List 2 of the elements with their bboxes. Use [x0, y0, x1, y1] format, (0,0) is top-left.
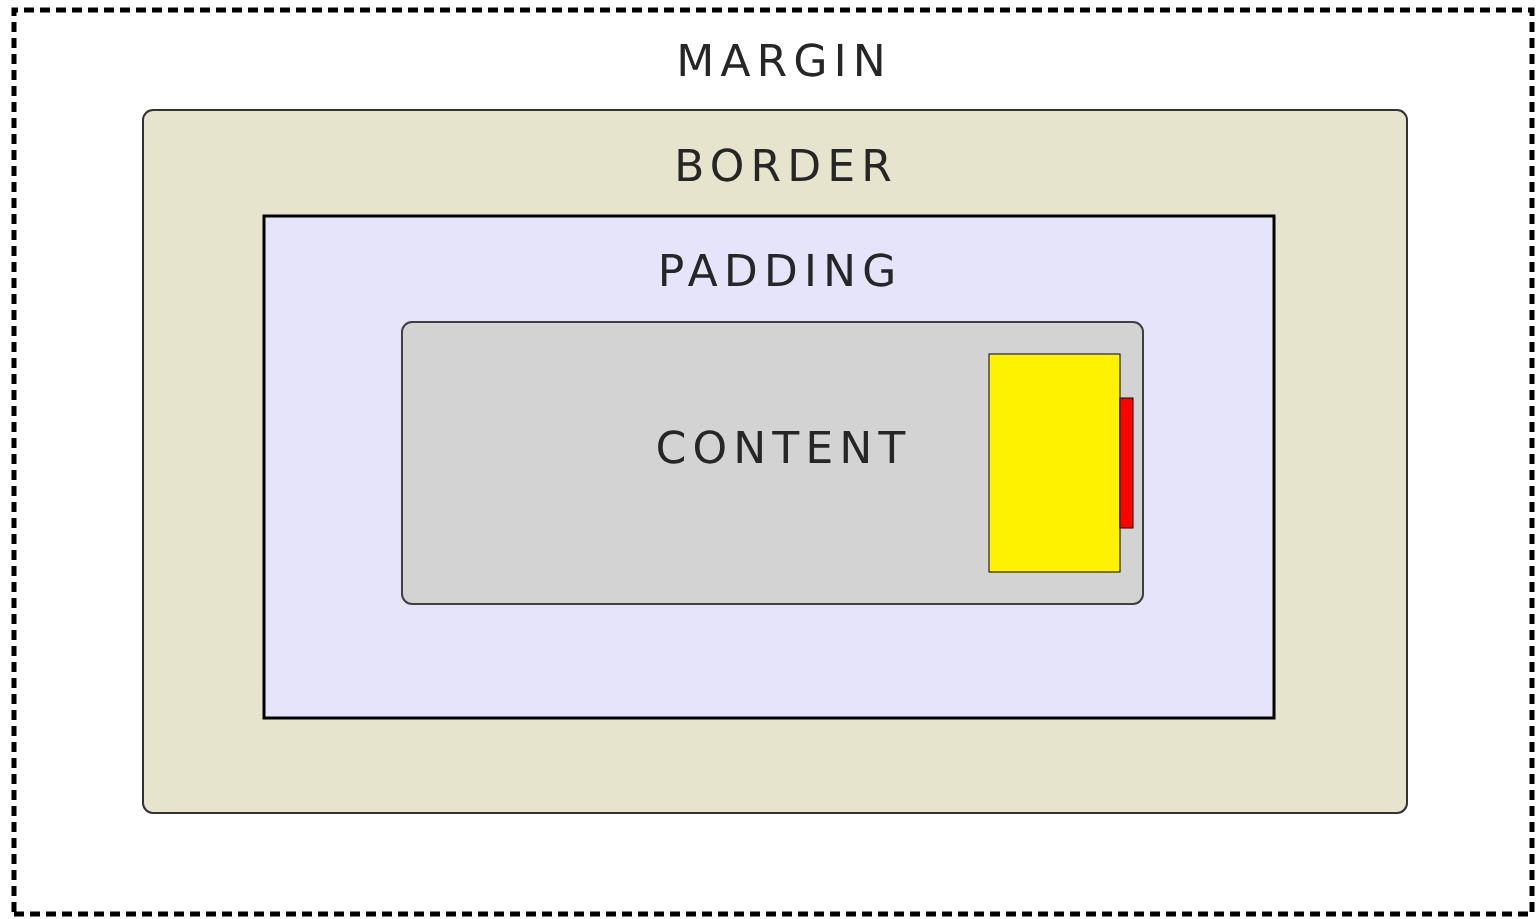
- bar: [1119, 397, 1134, 529]
- rectangle: [988, 353, 1121, 573]
